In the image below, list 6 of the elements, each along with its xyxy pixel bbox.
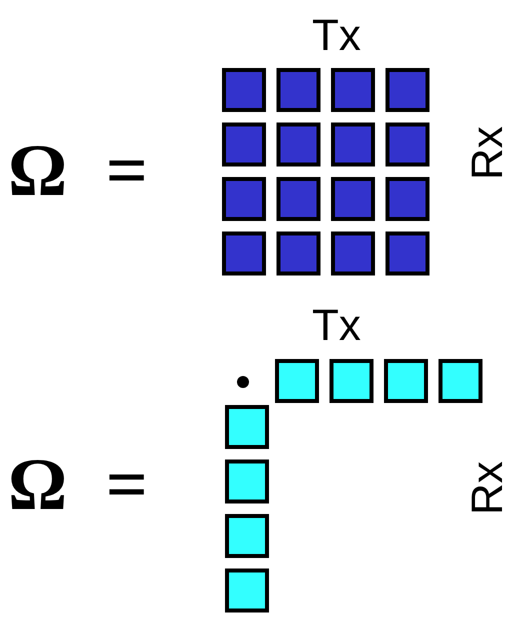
axis-label: Rx	[466, 126, 510, 180]
axis-label: Rx	[466, 461, 510, 515]
equation-label: Ω =	[8, 134, 148, 208]
equation-label: Ω =	[8, 448, 148, 522]
axis-label: Tx	[312, 14, 361, 58]
axis-label: Tx	[312, 304, 361, 348]
